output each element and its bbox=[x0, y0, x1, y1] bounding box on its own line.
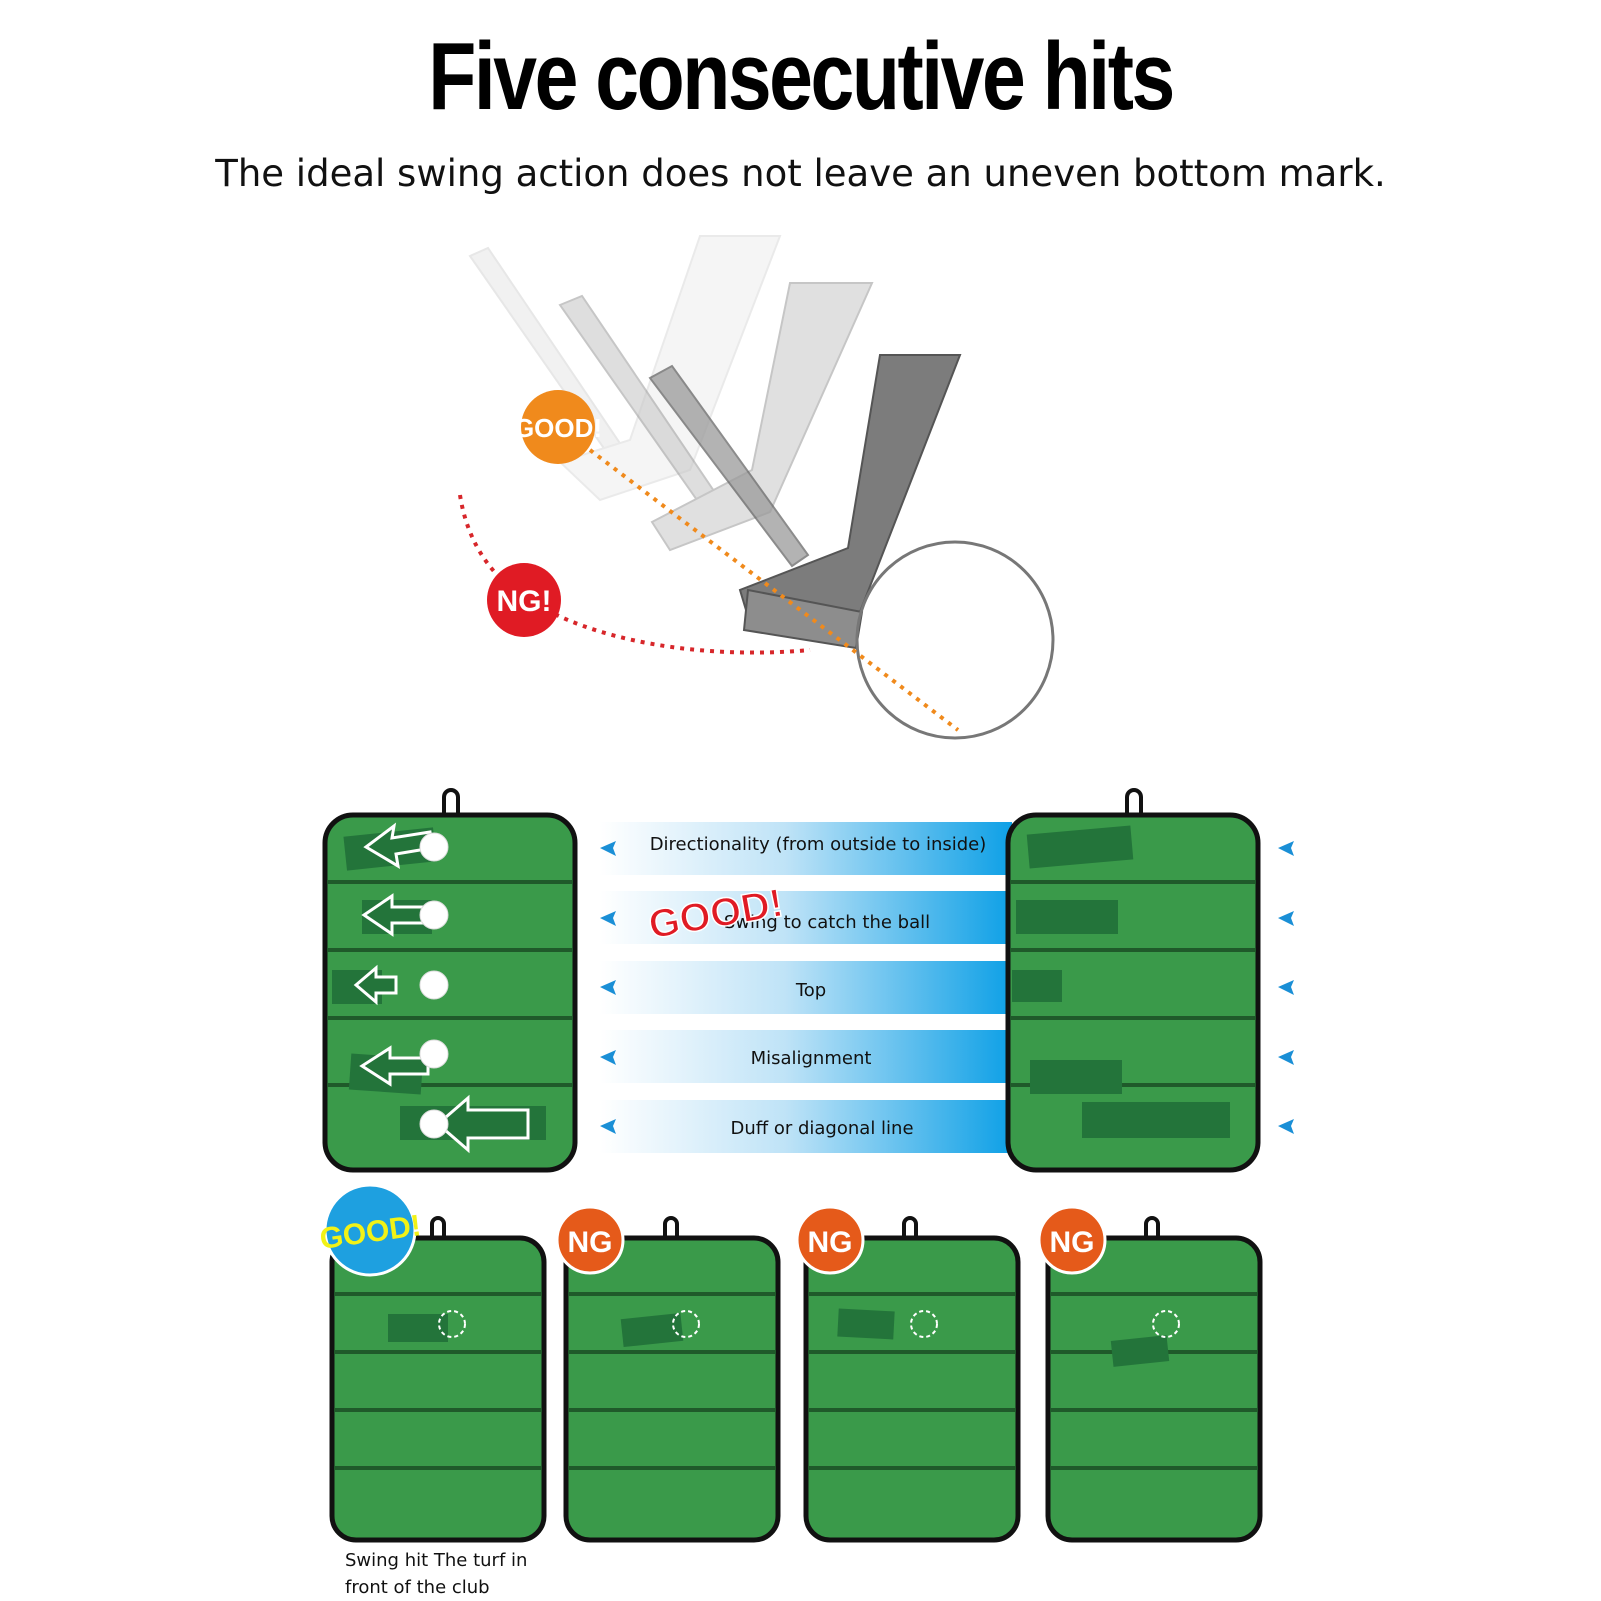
indicator-arrows bbox=[600, 841, 1294, 1134]
divot-mark bbox=[1016, 900, 1118, 934]
caption-line: front of the club bbox=[345, 1577, 490, 1598]
hang-hook bbox=[430, 1216, 446, 1238]
ball-icon bbox=[419, 970, 449, 1000]
row-label: Directionality (from outside to inside) bbox=[650, 834, 987, 855]
label-band bbox=[600, 1030, 1012, 1083]
svg-text:NG: NG bbox=[568, 1226, 613, 1259]
ball-icon bbox=[419, 832, 449, 862]
good-stamp: GOOD! bbox=[645, 881, 786, 948]
ball-position-marker bbox=[910, 1310, 938, 1338]
blue-arrow-icon bbox=[600, 1050, 616, 1065]
club-ghost-2 bbox=[558, 282, 874, 552]
ng-badge: NG bbox=[555, 1205, 625, 1275]
comparison-mat-good: GOOD! bbox=[318, 1183, 547, 1543]
label-band bbox=[600, 891, 1012, 944]
divot-mark bbox=[620, 1312, 684, 1348]
ball-position-marker bbox=[672, 1310, 700, 1338]
blue-arrow-icon bbox=[1278, 1119, 1294, 1134]
divot-mark bbox=[1030, 1060, 1122, 1094]
good-mat-caption: Swing hit The turf in front of the club bbox=[345, 1547, 565, 1601]
label-band bbox=[600, 1100, 1012, 1153]
label-band bbox=[600, 822, 1012, 875]
good-path-line bbox=[588, 448, 960, 732]
ng-badge: NG! bbox=[487, 563, 561, 637]
row-label: Swing to catch the ball bbox=[724, 912, 930, 933]
divot-mark bbox=[837, 1308, 895, 1340]
caption-line: Swing hit The turf in bbox=[345, 1550, 528, 1571]
comparison-mat-ng: NG bbox=[795, 1205, 1021, 1543]
good-badge: GOOD! bbox=[318, 1183, 423, 1277]
good-badge: GOOD! bbox=[514, 390, 602, 464]
ball-position-marker bbox=[1152, 1310, 1180, 1338]
row-label: Top bbox=[795, 980, 826, 1001]
blue-arrow-icon bbox=[1278, 1050, 1294, 1065]
svg-text:NG!: NG! bbox=[497, 585, 552, 618]
blue-arrow-icon bbox=[600, 1119, 616, 1134]
blue-arrow-icon bbox=[1278, 841, 1294, 856]
page-subtitle: The ideal swing action does not leave an… bbox=[215, 152, 1386, 195]
ball-icon bbox=[419, 900, 449, 930]
divot-mark bbox=[1012, 970, 1062, 1002]
comparison-mat-ng: NG bbox=[555, 1205, 781, 1543]
divot-mark bbox=[1082, 1102, 1230, 1138]
hang-hook bbox=[1125, 788, 1143, 815]
ng-badge: NG bbox=[795, 1205, 865, 1275]
hang-hook bbox=[1144, 1216, 1160, 1238]
divot-mark bbox=[388, 1314, 448, 1342]
ball-position-marker bbox=[438, 1310, 466, 1338]
ball-icon bbox=[419, 1039, 449, 1069]
blue-arrow-icon bbox=[1278, 911, 1294, 926]
hang-hook bbox=[442, 788, 460, 815]
divot-mark bbox=[1026, 825, 1134, 869]
comparison-mats: GOOD! NG bbox=[318, 1183, 1263, 1543]
page-title: Five consecutive hits bbox=[428, 23, 1175, 130]
comparison-mat-ng: NG bbox=[1037, 1205, 1263, 1543]
hang-hook bbox=[902, 1216, 918, 1238]
mat-right bbox=[1005, 812, 1261, 1173]
golf-ball bbox=[855, 540, 1055, 740]
row-label: Duff or diagonal line bbox=[730, 1118, 913, 1139]
blue-arrow-icon bbox=[600, 911, 616, 926]
blue-arrow-icon bbox=[600, 841, 616, 856]
club-ghost-3 bbox=[648, 364, 810, 568]
label-bands bbox=[600, 822, 1012, 1153]
swing-diagram: GOOD! NG! bbox=[458, 235, 1055, 740]
mark-chart: Directionality (from outside to inside) … bbox=[322, 788, 1294, 1173]
ball-icon bbox=[419, 1109, 449, 1139]
ng-badge: NG bbox=[1037, 1205, 1107, 1275]
mat-left bbox=[322, 812, 578, 1173]
svg-text:GOOD!: GOOD! bbox=[514, 413, 602, 443]
arrow-left-icon bbox=[435, 1094, 530, 1154]
svg-text:NG: NG bbox=[1050, 1226, 1095, 1259]
svg-text:NG: NG bbox=[808, 1226, 853, 1259]
divot-mark bbox=[1110, 1335, 1170, 1367]
blue-arrow-icon bbox=[1278, 980, 1294, 995]
arrow-left-icon bbox=[353, 964, 398, 1006]
blue-arrow-icon bbox=[600, 980, 616, 995]
hang-hook bbox=[663, 1216, 679, 1238]
label-band bbox=[600, 961, 1012, 1014]
row-label: Misalignment bbox=[751, 1048, 872, 1069]
